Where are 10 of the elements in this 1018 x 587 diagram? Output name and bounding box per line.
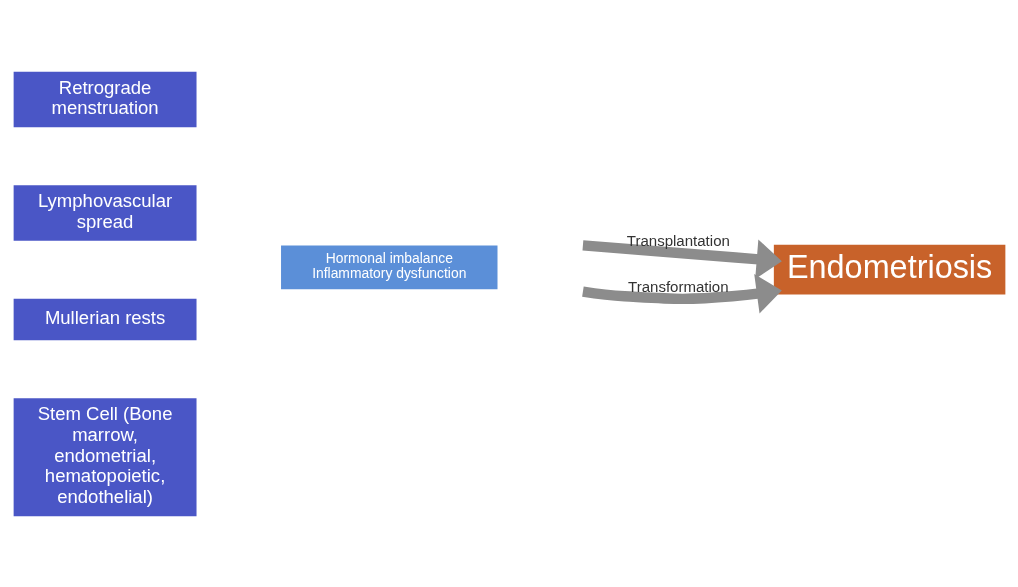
arrow — [581, 273, 782, 313]
edge-label: Transformation — [627, 277, 729, 295]
node-box: Hormonal imbalance Inflammatory dysfunction — [280, 244, 497, 289]
node-box: Lymphovascular spread — [13, 184, 197, 241]
node-box: Mullerian rests — [13, 298, 197, 340]
node-box: Retrograde menstruation — [13, 71, 197, 127]
edge-label: Transplantation — [626, 231, 730, 249]
node-box: Stem Cell (Bone marrow, endometrial, hematopoietic, endothelial) — [13, 397, 197, 516]
arrow — [582, 238, 782, 279]
node-box: Endometriosis — [773, 244, 1005, 295]
